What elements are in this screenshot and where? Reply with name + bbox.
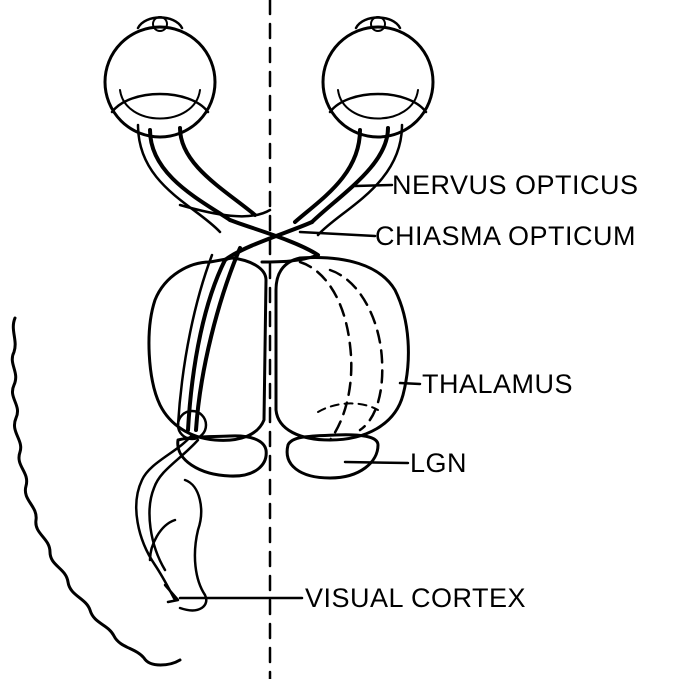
right-optic-nerve xyxy=(295,125,402,235)
left-lgn xyxy=(178,436,266,476)
leader-lgn xyxy=(345,462,408,463)
right-eye xyxy=(323,17,433,137)
hemisphere-outline xyxy=(12,318,180,665)
left-optic-tract xyxy=(178,248,240,430)
leader-thalamus xyxy=(400,383,420,384)
cortex-fold xyxy=(180,480,206,610)
leader-chiasma-opticum xyxy=(300,232,375,236)
right-thalamus-inner-dashed-2 xyxy=(330,270,382,430)
label-lgn: LGN xyxy=(410,450,467,477)
right-thalamus-inner-dashed-3 xyxy=(318,403,378,412)
label-thalamus: THALAMUS xyxy=(422,371,573,398)
label-nervus-opticus: NERVUS OPTICUS xyxy=(392,172,639,199)
leader-nervus-opticus xyxy=(355,185,392,186)
optic-radiation xyxy=(136,435,198,602)
right-thalamus xyxy=(276,257,408,440)
optic-chiasm xyxy=(180,205,318,260)
right-thalamus-inner-dashed xyxy=(300,262,351,440)
label-chiasma-opticum: CHIASMA OPTICUM xyxy=(375,223,636,250)
label-visual-cortex: VISUAL CORTEX xyxy=(305,585,526,612)
left-eye xyxy=(105,17,215,137)
